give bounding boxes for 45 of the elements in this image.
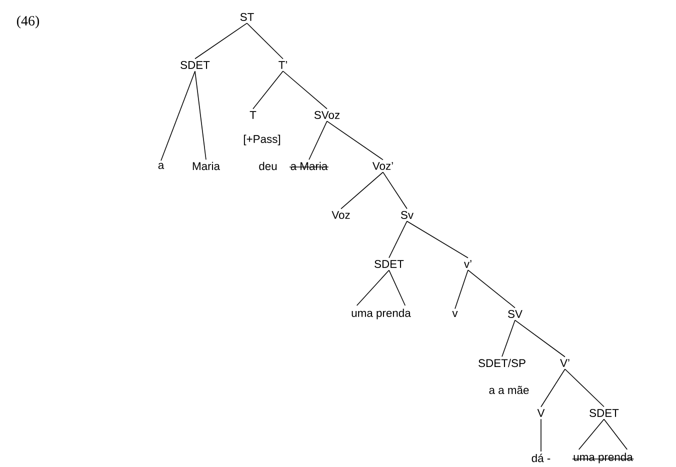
example-number: (46) [16, 16, 40, 28]
tree-word: a [158, 162, 164, 170]
tree-branch [246, 22, 284, 60]
tree-label: V [537, 409, 545, 417]
tree-branch [308, 120, 328, 160]
tree-branch [282, 70, 328, 110]
tree-label: T’ [278, 61, 287, 69]
tree-label: SVoz [314, 111, 340, 119]
tree-branch [382, 172, 408, 210]
tree-label: Sv [400, 211, 414, 219]
tree-label: Voz’ [372, 162, 393, 170]
beside-text: a a mãe [489, 386, 529, 394]
tree-label: Voz [332, 211, 350, 219]
tree-branch [468, 270, 516, 308]
tree-branch [388, 220, 408, 258]
tree-label: SDET/SP [478, 358, 526, 368]
tree-label: V’ [560, 359, 570, 367]
tree-label: SDET [374, 260, 404, 268]
tree-roof [356, 270, 406, 306]
tree-word: dá - [532, 454, 550, 462]
tree-label: v [452, 311, 458, 317]
tree-word: uma prenda [352, 308, 411, 320]
beside-text: deu [259, 162, 277, 170]
tree-branch [194, 22, 248, 60]
tree-label: SDET [180, 61, 210, 69]
tree-branch [406, 220, 468, 258]
tree-branch [502, 320, 516, 358]
tree-branch [340, 172, 384, 210]
tree-branch [540, 418, 542, 452]
tree-branch [194, 70, 206, 160]
tree-branch [514, 320, 566, 358]
tree-branch [252, 70, 284, 110]
tree-label: SV [508, 310, 522, 318]
tree-branch [454, 270, 468, 310]
tree-branch [540, 368, 566, 408]
tree-branch [326, 120, 384, 160]
tree-label: SDET [590, 409, 619, 417]
tree-label: T [250, 111, 256, 119]
tree-label: ST [240, 13, 254, 21]
tree-branch [160, 70, 196, 162]
beside-text: [+Pass] [244, 134, 280, 146]
tree-word: Maria [192, 162, 220, 170]
tree-roof [578, 418, 628, 450]
tree-label: v’ [464, 260, 472, 268]
tree-branch [564, 368, 604, 408]
